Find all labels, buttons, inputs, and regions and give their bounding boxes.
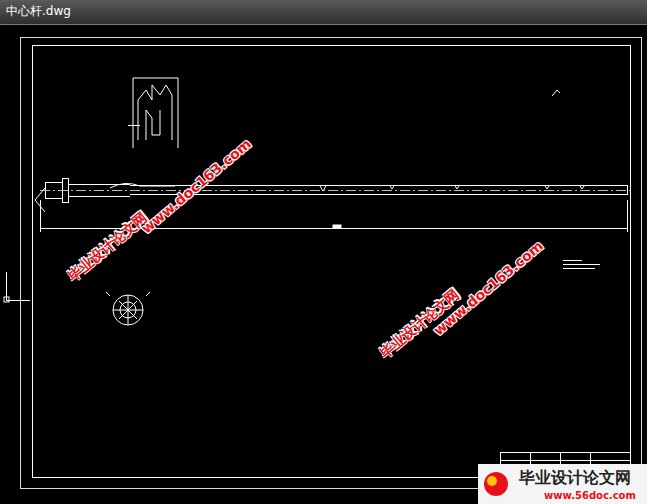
section-view bbox=[106, 292, 150, 325]
logo-ground bbox=[478, 464, 647, 504]
logo-text: 毕业设计论文网 bbox=[519, 468, 631, 489]
logo-mark bbox=[484, 472, 508, 496]
ucs-icon bbox=[4, 272, 30, 302]
logo-text: www.56doc.com bbox=[544, 490, 636, 501]
title-bar bbox=[0, 0, 647, 25]
window-title: 中心杆.dwg bbox=[6, 3, 71, 20]
thread-detail bbox=[128, 78, 178, 148]
notes bbox=[552, 90, 600, 269]
inner-frame bbox=[33, 46, 631, 478]
outer-frame bbox=[21, 38, 642, 489]
watermark: 毕业设计论文网 bbox=[65, 209, 152, 286]
